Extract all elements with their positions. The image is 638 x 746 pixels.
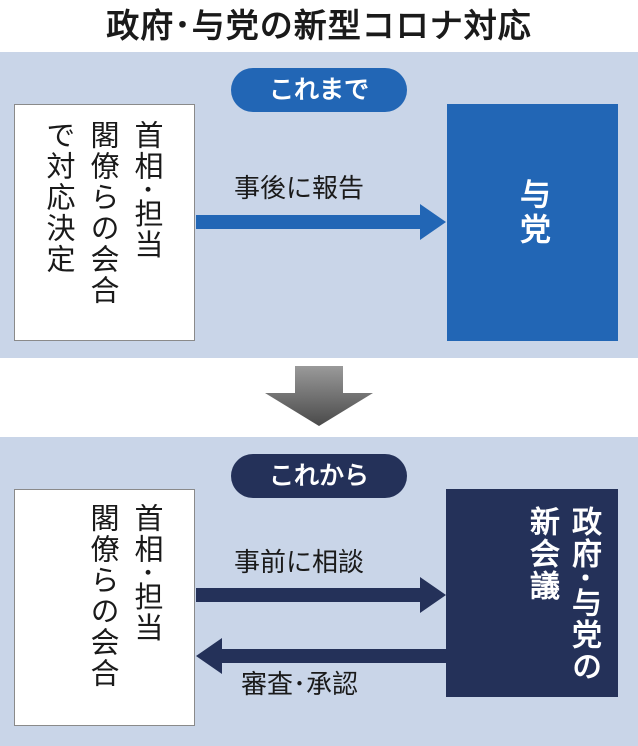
cabinet-meeting-text-before: 首相･担当 閣僚らの会合 で対応決定 — [38, 120, 168, 306]
box-ruling-party — [447, 104, 618, 341]
vertical-line-1: 首相･担当 — [130, 120, 164, 261]
label-review-approval: 審査･承認 — [241, 670, 359, 700]
label-consult-beforehand: 事前に相談 — [234, 548, 365, 578]
arrow-right-consult — [196, 577, 446, 613]
vertical-line-2: 閣僚らの会合 — [86, 120, 120, 306]
box-cabinet-meeting-after — [14, 489, 195, 726]
label-report-after: 事後に報告 — [234, 174, 365, 204]
ruling-party-text: 与党 — [514, 178, 550, 248]
vertical-line-1: 政府･与党の — [566, 506, 601, 683]
new-council-text: 政府･与党の 新会議 — [522, 506, 602, 683]
pill-before: これまで — [231, 68, 407, 112]
vertical-line-2: 新会議 — [524, 506, 559, 602]
page-title: 政府･与党の新型コロナ対応 — [106, 6, 532, 45]
cabinet-meeting-text-after: 首相･担当 閣僚らの会合 — [82, 503, 168, 689]
arrow-left-review — [196, 638, 446, 674]
arrow-down-transition — [265, 366, 373, 426]
vertical-line-3: で対応決定 — [42, 120, 76, 275]
pill-after: これから — [231, 454, 407, 498]
box-cabinet-meeting-before — [14, 104, 195, 341]
vertical-line-1: 首相･担当 — [130, 503, 164, 644]
box-new-council — [446, 489, 618, 697]
arrow-right-report — [196, 204, 446, 240]
vertical-line-2: 閣僚らの会合 — [86, 503, 120, 689]
